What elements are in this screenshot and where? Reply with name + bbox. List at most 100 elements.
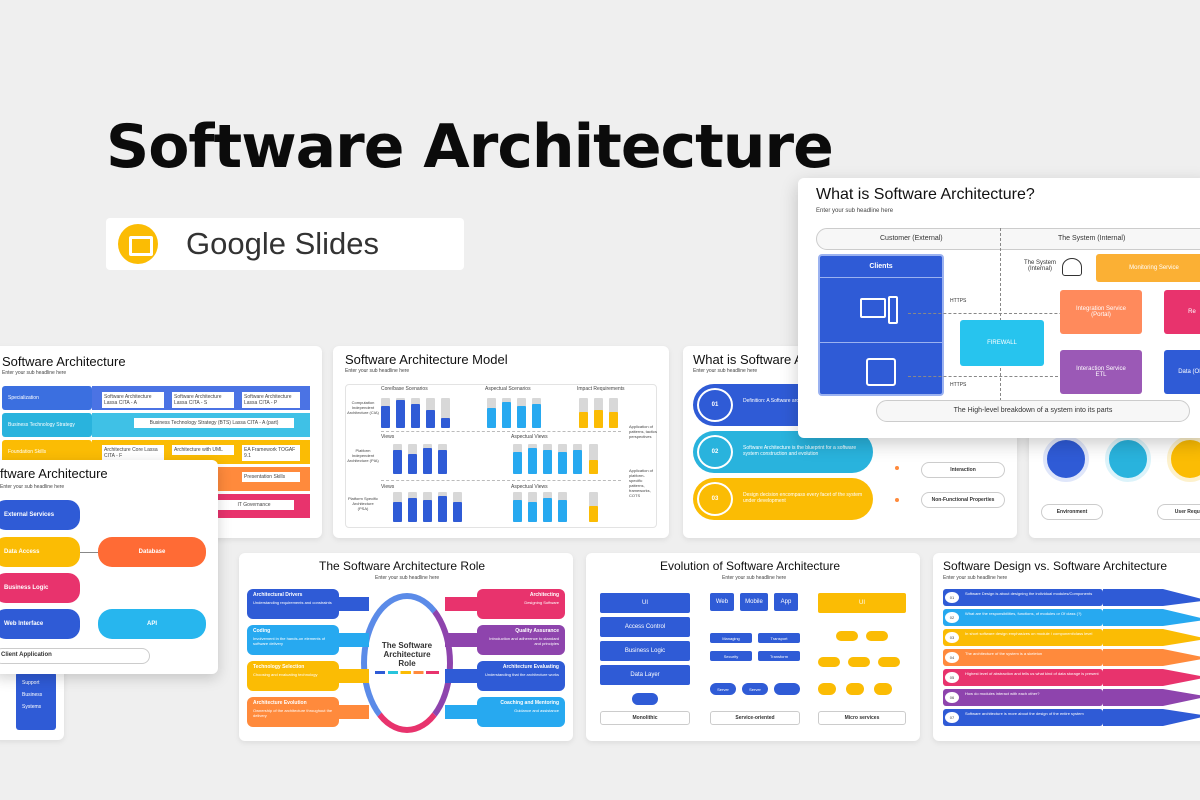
- design-row-number: 04: [945, 652, 959, 663]
- view-label: Aspectual Views: [511, 434, 548, 440]
- slide-subtitle: Enter your sub headline here: [0, 484, 65, 490]
- design-row: 03 In short software design emphasizes on…: [943, 629, 1103, 646]
- footer-caption: The High-level breakdown of a system int…: [876, 400, 1190, 422]
- model-bar: [528, 502, 537, 522]
- role-band: [445, 705, 477, 719]
- clients-header: Clients: [820, 256, 942, 278]
- role-center-label: The Software Architecture Role: [381, 641, 433, 668]
- mono-ui: UI: [600, 593, 690, 613]
- cell: Architecture with UML: [172, 445, 234, 455]
- api-box: API: [98, 609, 206, 639]
- role-item-title: Coding: [253, 628, 271, 634]
- view-label: Views: [381, 484, 395, 490]
- slide-title: The Software Architecture Role: [319, 559, 486, 573]
- soa-web: Web: [710, 593, 734, 611]
- role-band: [339, 633, 369, 647]
- role-band: [339, 705, 369, 719]
- model-bar: [589, 506, 598, 522]
- soa-transform: Transform: [758, 651, 800, 661]
- role-item-desc: Introduction and adherence to standard a…: [489, 636, 559, 646]
- model-bar: [558, 500, 567, 522]
- label-user-requirements: User Requi: [1157, 504, 1200, 520]
- view-label: Views: [381, 434, 395, 440]
- cell: Software Architecture Lassa CITA - P: [242, 392, 300, 408]
- system-internal-caption: The System (Internal): [1023, 260, 1056, 272]
- slide-title: What is Software Architecture?: [816, 186, 1035, 203]
- design-row-number: 07: [945, 712, 959, 723]
- side-note: Application of patterns, tactics perspec…: [629, 424, 658, 439]
- slide-title: Software Architecture Model: [345, 352, 508, 367]
- design-row-number: 06: [945, 692, 959, 703]
- side-label: Support: [22, 680, 40, 686]
- slide-thumbnail-evolution[interactable]: Evolution of Software Architecture Enter…: [586, 553, 920, 741]
- firewall-box: FIREWALL: [960, 320, 1044, 366]
- col-header: Core/base Scenarios: [381, 386, 428, 392]
- server-tower-icon: [888, 296, 898, 324]
- design-row-text: What are the responsibilities, functions…: [965, 611, 1082, 616]
- role-item-desc: Guidance and assistance: [514, 708, 559, 713]
- design-row: 04 The architecture of the system is a sk…: [943, 649, 1103, 666]
- slide-title: What is Software A: [693, 352, 803, 367]
- design-band: [1103, 589, 1200, 606]
- data-box: Data (OLT: [1164, 350, 1200, 394]
- model-bar: [589, 460, 598, 474]
- slide-title: Evolution of Software Architecture: [660, 559, 841, 573]
- model-bar: [579, 412, 588, 428]
- design-row-number: 03: [945, 632, 959, 643]
- design-row: 07 Software architecture is more about th…: [943, 709, 1103, 726]
- row-specialization: Specialization: [2, 386, 92, 410]
- label-service-oriented: Service-oriented: [710, 711, 800, 725]
- monitoring-service-box: Monitoring Service: [1096, 254, 1200, 282]
- database-icon: [774, 683, 800, 695]
- customer-external-label: Customer (External): [880, 235, 943, 242]
- model-bar: [426, 410, 435, 428]
- role-band: [339, 669, 369, 683]
- layer-external-services: External Services: [0, 500, 80, 530]
- design-row-text: Software architecture is more about the …: [965, 711, 1084, 716]
- model-bar: [441, 418, 450, 428]
- slide-thumbnail-architecture-role[interactable]: The Software Architecture Role Enter you…: [239, 553, 573, 741]
- model-bar: [502, 402, 511, 428]
- role-item-desc: Involvement in the hands-on elements of …: [253, 636, 326, 646]
- model-bar: [423, 448, 432, 474]
- slide-subtitle: Enter your sub headline here: [375, 575, 440, 581]
- slide-subtitle: Enter your sub headline here: [816, 208, 894, 214]
- label-micro-services: Micro services: [818, 711, 906, 725]
- role-item-desc: Choosing and evaluating technology: [253, 672, 318, 677]
- model-bar: [381, 406, 390, 428]
- slide-thumbnail-architecture-model[interactable]: Software Architecture Model Enter your s…: [333, 346, 669, 538]
- design-row-text: The architecture of the system is a skel…: [965, 651, 1043, 656]
- micro-ui: UI: [818, 593, 906, 613]
- role-item-desc: Designing Software: [524, 600, 559, 605]
- role-item-title: Coaching and Mentoring: [500, 700, 559, 706]
- col-header: Aspectual Scenarios: [485, 386, 531, 392]
- side-note: Application of platform-specific pattern…: [629, 468, 654, 498]
- design-row-text: In short software design emphasizes on m…: [965, 631, 1093, 636]
- slide-thumbnail-what-is-architecture[interactable]: What is Software Architecture? Enter you…: [798, 178, 1200, 438]
- label-monolithic: Monolithic: [600, 711, 690, 725]
- row-label: Platform Specific Architecture (PSA): [347, 496, 378, 511]
- database-box: Database: [98, 537, 206, 567]
- database-icon: [632, 693, 658, 705]
- slide-thumbnail-design-vs-architecture[interactable]: Software Design vs. Software Architectur…: [933, 553, 1200, 741]
- tag-non-functional: Non-Functional Properties: [921, 492, 1005, 508]
- design-band: [1103, 629, 1200, 646]
- soa-server: Server: [742, 683, 768, 695]
- soa-mobile: Mobile: [740, 593, 768, 611]
- design-row-number: 02: [945, 612, 959, 623]
- item-number: 02: [697, 435, 733, 469]
- integration-service-box: Integration Service (Portal): [1060, 290, 1142, 334]
- page-title: Software Architecture: [106, 112, 834, 182]
- design-row-number: 01: [945, 592, 959, 603]
- slide-thumbnail-architecture-layers[interactable]: ftware Architecture Enter your sub headl…: [0, 460, 218, 674]
- layer-web-interface: Web Interface: [0, 609, 80, 639]
- layer-business-logic: Business Logic: [0, 573, 80, 603]
- model-bar: [513, 500, 522, 522]
